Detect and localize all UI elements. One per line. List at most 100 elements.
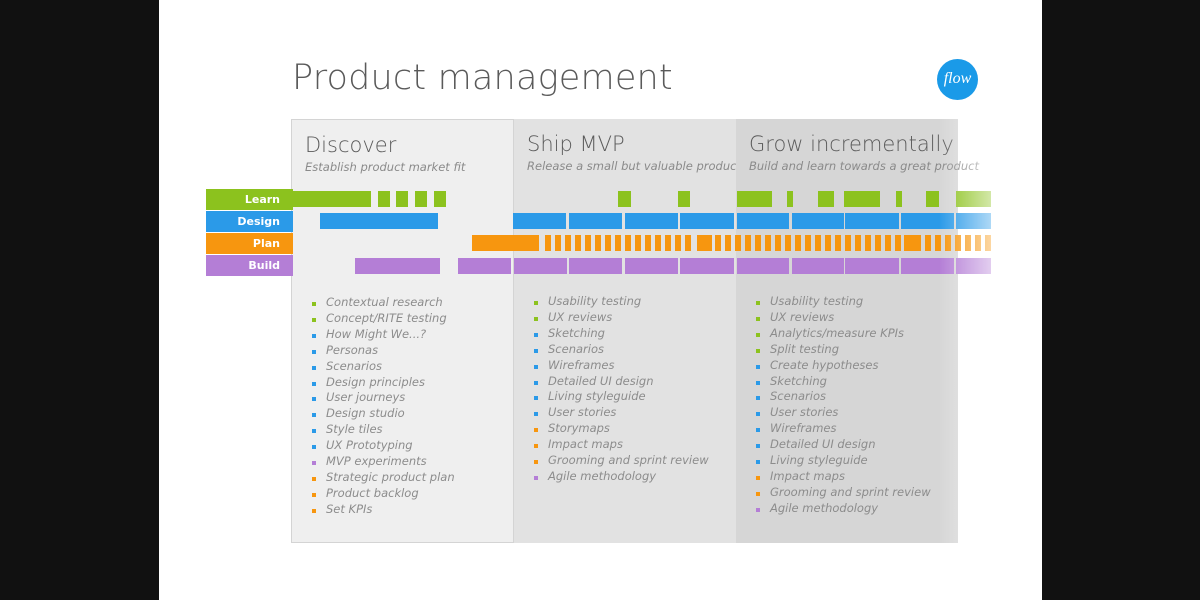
page-title: Product management [292, 58, 673, 98]
design-bar-segment [320, 213, 438, 229]
design-bar-segment [737, 213, 789, 229]
activity-item: User stories [750, 405, 931, 421]
activity-label: Usability testing [548, 294, 642, 308]
bullet-icon [756, 364, 760, 369]
plan-bar-segment [585, 235, 591, 251]
activity-label: Scenarios [326, 358, 382, 373]
row-label-learn: Learn [206, 189, 293, 210]
bullet-icon [756, 380, 760, 385]
plan-bar-segment [565, 235, 571, 251]
activity-label: Product backlog [326, 485, 419, 500]
plan-bar-segment [775, 235, 781, 251]
plan-bar-segment [785, 235, 791, 251]
plan-bar-segment [965, 235, 971, 251]
design-bar-segment [901, 213, 954, 229]
activity-item: User journeys [306, 390, 455, 406]
design-bar-segment [845, 213, 899, 229]
bullet-icon [756, 428, 760, 433]
plan-bar-segment [875, 235, 881, 251]
activity-label: Personas [326, 342, 379, 357]
bullet-icon [534, 475, 538, 480]
activity-label: Contextual research [326, 295, 443, 309]
bullet-icon [534, 460, 538, 465]
activity-label: Set KPIs [326, 501, 373, 516]
activity-item: Wireframes [528, 358, 709, 374]
activity-item: Wireframes [750, 421, 931, 437]
plan-bar-segment [575, 235, 581, 251]
bullet-icon [756, 348, 760, 353]
build-bar-segment [737, 258, 789, 274]
activity-item: Set KPIs [306, 502, 455, 518]
activity-item: Living styleguide [528, 389, 709, 405]
plan-bar-segment [845, 235, 851, 251]
plan-bar-segment [675, 235, 681, 251]
activity-label: UX Prototyping [326, 438, 413, 453]
plan-bar-segment [735, 235, 741, 251]
design-bar-segment [569, 213, 622, 229]
bullet-icon [756, 491, 760, 496]
build-bar-segment [569, 258, 622, 274]
bullet-icon [756, 444, 760, 449]
build-bar-segment [458, 258, 511, 274]
column-discover: Discover Establish product market fit Co… [291, 119, 514, 543]
activity-item: Strategic product plan [306, 470, 455, 486]
activity-label: Create hypotheses [770, 357, 879, 372]
activity-item: UX reviews [750, 310, 931, 326]
row-label-design: Design [206, 211, 293, 232]
column-grow-incrementally: Grow incrementally Build and learn towar… [736, 119, 979, 543]
bullet-icon [534, 364, 538, 369]
plan-bar-segment [472, 235, 539, 251]
bullet-icon [312, 302, 316, 306]
activity-item: Design principles [306, 375, 455, 391]
bullet-icon [756, 460, 760, 465]
activity-label: Scenarios [548, 341, 604, 356]
plan-bar-segment [865, 235, 871, 251]
plan-bar-segment [605, 235, 611, 251]
activity-label: Agile methodology [770, 500, 879, 515]
design-bar-segment [513, 213, 566, 229]
plan-bar-segment [885, 235, 891, 251]
learn-bar-segment [618, 191, 631, 207]
plan-bar-segment [955, 235, 961, 251]
activity-label: Scenarios [770, 389, 826, 404]
bullet-icon [534, 301, 538, 305]
bullet-icon [312, 508, 316, 513]
activity-item: Split testing [750, 342, 931, 358]
activity-item: Concept/RITE testing [306, 311, 455, 327]
column-subtitle: Build and learn towards a great product [749, 159, 979, 173]
activity-item: Product backlog [306, 486, 455, 502]
activity-label: Storymaps [548, 421, 610, 436]
build-bar-segment [625, 258, 678, 274]
activity-label: Usability testing [770, 294, 864, 308]
activity-label: Split testing [770, 341, 840, 356]
activity-item: User stories [528, 405, 709, 421]
build-bar-segment [680, 258, 734, 274]
plan-bar-segment [815, 235, 821, 251]
activity-label: Design principles [326, 374, 425, 389]
activity-label: User stories [770, 405, 839, 420]
activity-item: Sketching [528, 326, 709, 342]
bullet-icon [534, 396, 538, 401]
bullet-icon [534, 380, 538, 385]
learn-bar-segment [896, 191, 902, 207]
learn-bar-segment [956, 191, 991, 207]
activity-label: UX reviews [770, 309, 835, 324]
activity-label: Living styleguide [548, 389, 646, 404]
learn-bar-segment [787, 191, 793, 207]
learn-bar-segment [415, 191, 427, 207]
bullet-icon [756, 396, 760, 401]
plan-bar-segment [925, 235, 931, 251]
bullet-icon [312, 381, 316, 386]
activity-item: How Might We...? [306, 327, 455, 343]
build-bar-segment [355, 258, 440, 274]
activity-item: Living styleguide [750, 453, 931, 469]
bullet-icon [534, 412, 538, 417]
design-bar-segment [680, 213, 734, 229]
learn-bar-segment [844, 191, 880, 207]
activity-label: Wireframes [770, 421, 837, 436]
activity-label: How Might We...? [326, 326, 427, 341]
activity-item: MVP experiments [306, 454, 455, 470]
activity-label: Sketching [548, 325, 605, 340]
activity-label: Design studio [326, 406, 405, 421]
